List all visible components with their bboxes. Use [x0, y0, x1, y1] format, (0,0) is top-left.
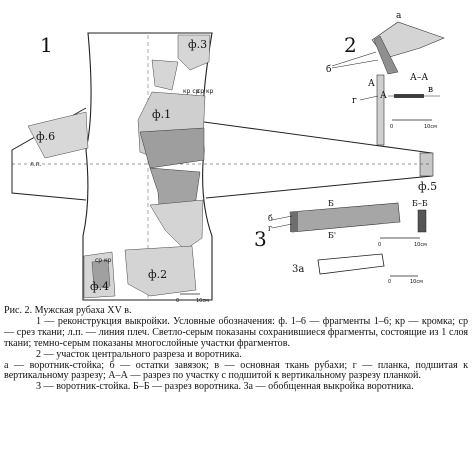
- fragment-1-label: ф.1: [152, 108, 171, 121]
- fragment-4-label: ф.4: [90, 280, 109, 293]
- fragment-3b-shape: [151, 59, 179, 91]
- label-A-2: А: [380, 91, 387, 101]
- edge-label-cr-kr-top: ср кр: [197, 88, 214, 95]
- panel-3a-label: 3а: [292, 264, 304, 275]
- edge-label-kr-cr: кр ср: [183, 88, 200, 95]
- label-g: г: [352, 96, 357, 106]
- pointer-b2: [331, 59, 379, 69]
- label-v: в: [428, 85, 433, 95]
- label-BB: Б–Б: [412, 199, 428, 208]
- sleeve-cuff-fragment: [419, 152, 434, 177]
- scale-10cm-1: 10см: [196, 298, 209, 304]
- shirt-pattern-figure: 1 ф.3 ф.1 ф.6 ф.5 ф.2 ф.4 кр ср ср кр ср…: [11, 11, 445, 304]
- caption-para-4: 3 — воротник-стойка. Б–Б — разрез воротн…: [36, 381, 414, 393]
- scale-zero-1: 0: [176, 298, 179, 304]
- pointer-g3: [271, 223, 293, 229]
- scale-zero-2: 0: [390, 124, 393, 130]
- label-A: А: [368, 79, 375, 89]
- edge-label-cr-kr-bottom: ср кр: [95, 257, 112, 264]
- panel-1-label: 1: [40, 33, 53, 57]
- collar-strip: [373, 35, 399, 75]
- label-B: Б: [328, 199, 334, 208]
- label-a: а: [396, 11, 402, 21]
- fragment-6-label: ф.6: [36, 130, 55, 143]
- shoulder-line-label: л.п.: [30, 161, 42, 168]
- fragment-4-dark: [91, 259, 111, 289]
- scale-10cm-3: 10см: [414, 242, 427, 248]
- fragment-1-dark: [139, 127, 205, 169]
- caption-para-1: 1 — реконструкция выкройки. Условные обо…: [4, 315, 468, 349]
- pointer-g: [359, 95, 379, 101]
- label-b3: б: [268, 214, 273, 223]
- caption-title: Рис. 2. Мужская рубаха XV в.: [4, 305, 132, 316]
- fragment-lower-light: [149, 199, 204, 251]
- fragment-2-label: ф.2: [148, 268, 167, 281]
- fragment-6-shape: [27, 111, 89, 159]
- label-g3: г: [268, 224, 272, 233]
- collar-pattern-outline: [317, 253, 385, 275]
- scale-10cm-2: 10см: [424, 124, 437, 130]
- label-b: б: [326, 64, 331, 75]
- label-Bprime: Б': [328, 231, 336, 240]
- fragment-3-label: ф.3: [188, 38, 207, 51]
- section-bb: [417, 209, 427, 233]
- pointer-b3: [271, 215, 293, 221]
- caption-para-2: 2 — участок центрального разреза и ворот…: [36, 348, 242, 360]
- scale-zero-4: 0: [388, 279, 391, 285]
- collar-stand-shape: [289, 202, 401, 233]
- right-sleeve-outline: [203, 121, 433, 199]
- caption-para-3: а — воротник-стойка; б — остатки завязок…: [4, 359, 468, 382]
- fragment-5-label: ф.5: [418, 180, 437, 193]
- fragment-2-shape: [124, 245, 197, 297]
- collar-stand-edge: [290, 212, 298, 232]
- label-AA: А–А: [410, 73, 428, 83]
- placket-strip: [376, 74, 385, 146]
- scale-zero-3: 0: [378, 242, 381, 248]
- scale-10cm-4: 10см: [410, 279, 423, 285]
- panel-2-label: 2: [344, 33, 357, 57]
- pointer-b: [331, 51, 377, 67]
- figure-caption: Рис. 2. Мужская рубаха XV в. 1 — реконст…: [4, 305, 468, 393]
- fragment-3-shape: [177, 34, 211, 71]
- panel-3-label: 3: [254, 227, 267, 251]
